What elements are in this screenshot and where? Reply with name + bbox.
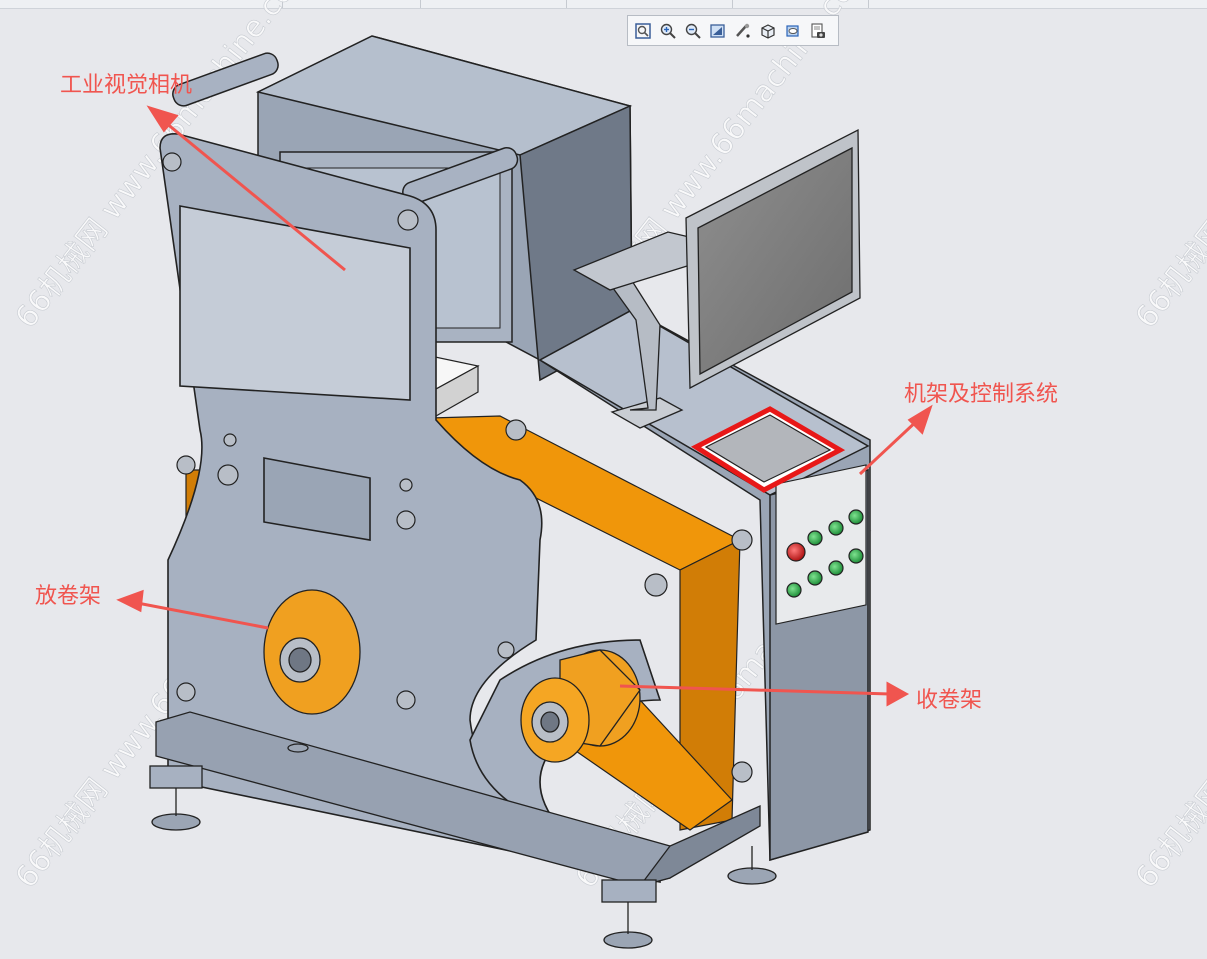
zoom-window-button[interactable] [706,19,729,42]
monitor-assembly [572,128,861,429]
camera-callout-label: 工业视觉相机 [60,73,193,98]
green-button [828,520,844,536]
green-button [786,582,802,598]
frame-control-callout-label: 机架及控制系统 [904,382,1059,407]
unwind-callout-label: 放卷架 [35,584,102,609]
frame-callout-arrow [858,416,922,476]
view-toolbar [627,15,839,46]
rewind-callout-arrow [619,684,893,696]
display-style-icon [785,24,799,37]
snapshot-button[interactable] [806,19,829,42]
green-button [807,570,823,586]
watermark-text: 66机械网 www.66machine.com [1129,512,1207,895]
green-button [828,560,844,576]
rewind-callout-label: 收卷架 [916,688,983,713]
zoom-fit-button[interactable] [631,19,654,42]
callout-arrows [116,105,933,707]
green-button [807,530,823,546]
view-orientation-button[interactable] [756,19,779,42]
touch-panel [690,406,846,493]
watermark-text: 66机械网 www.66machine.com [1129,0,1207,335]
cube-view-icon [760,23,775,39]
rewind-roll [520,649,641,763]
zoom-out-icon [685,23,701,39]
base-frame [149,711,777,949]
green-button [848,509,864,525]
zoom-window-icon [709,23,725,38]
camera-callout-arrow [159,116,346,272]
idler-rollers [162,152,753,783]
unwind-callout-arrow [131,600,269,630]
rotate-icon [735,23,750,38]
control-panel-buttons [786,509,864,598]
zoom-out-button[interactable] [681,19,704,42]
emergency-stop-button-red [786,542,806,562]
control-panel [775,464,867,625]
zoom-in-button[interactable] [656,19,679,42]
rotate-button[interactable] [731,19,754,42]
zoom-in-icon [660,23,676,39]
zoom-fit-icon [634,22,651,39]
top-tab-strip [0,0,1207,9]
green-button [848,548,864,564]
display-style-button[interactable] [781,19,804,42]
unwind-roll [263,589,361,715]
camera-icon [810,22,825,38]
